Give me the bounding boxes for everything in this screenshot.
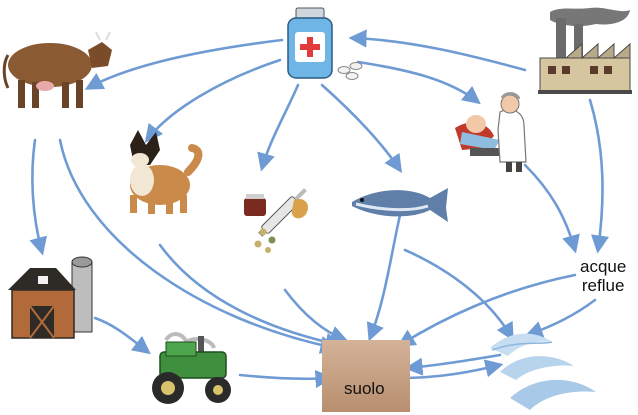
arrow-farm-to-tractor (93, 316, 151, 355)
arrow-wastewater-to-water (524, 298, 597, 339)
factory-icon (538, 7, 632, 94)
doctor-patient-icon (455, 92, 527, 172)
arrow-dog-to-soil (158, 243, 344, 351)
syringe-pills-icon (244, 188, 309, 253)
fish-icon (352, 188, 448, 222)
tractor-icon (152, 332, 231, 404)
arrow-medicine-to-cow (84, 38, 284, 90)
arrow-syringes-to-soil (283, 288, 349, 344)
dog-icon (130, 130, 203, 214)
arrow-fish-to-soil (366, 213, 402, 342)
arrow-wastewater-to-soil (396, 273, 577, 347)
arrow-cow-to-farm (29, 138, 47, 256)
water-waves-icon (490, 333, 596, 410)
arrow-cow-to-soil (58, 138, 339, 354)
arrow-water-to-soil (404, 353, 502, 376)
arrow-factory-to-wastewater (588, 98, 610, 254)
arrow-medicine-to-fish (320, 83, 403, 174)
wastewater-label-line2: reflue (581, 276, 625, 295)
arrow-medicine-to-dog (144, 58, 282, 143)
wastewater-label: acque reflue (580, 257, 626, 295)
barn-silo-icon (8, 256, 93, 339)
arrow-tractor-to-soil (238, 369, 334, 389)
flow-arrows (29, 29, 610, 389)
arrow-patient-to-wastewater (523, 163, 580, 254)
arrow-factory-to-medicine (348, 29, 527, 72)
arrow-medicine-to-syringes (257, 83, 300, 172)
soil-icon (322, 340, 410, 412)
medicine-bottle-icon (287, 7, 363, 80)
soil-label: suolo (344, 379, 385, 398)
arrow-medicine-to-patient (356, 60, 481, 105)
arrow-soil-to-water (398, 359, 504, 380)
arrow-fish-to-water (403, 248, 514, 342)
cow-icon (2, 31, 112, 108)
wastewater-label-line1: acque (580, 257, 627, 276)
